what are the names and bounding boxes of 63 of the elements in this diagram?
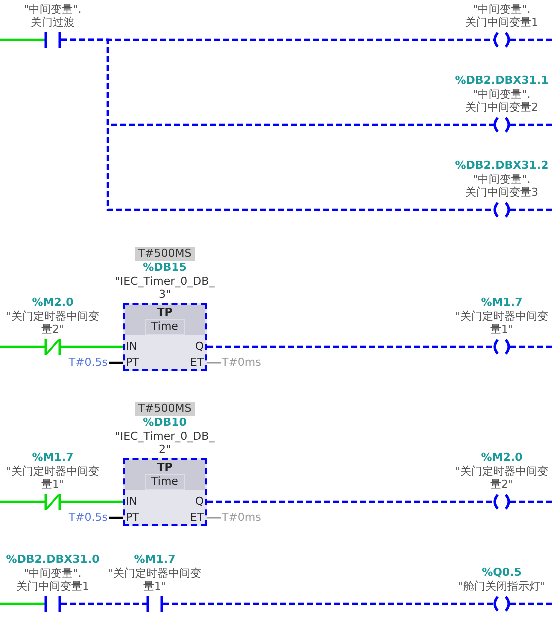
- instance-name: "IEC_Timer_0_DB_3": [115, 275, 215, 301]
- pin-label: PT: [126, 512, 140, 524]
- preset-time-label: T#500MS: [135, 247, 195, 261]
- wire: [61, 346, 123, 348]
- parameter-value: T#0ms: [222, 356, 268, 369]
- wire: [0, 602, 45, 606]
- dashed-wire: [510, 124, 553, 126]
- parameter-value: T#0ms: [222, 511, 268, 524]
- wire: [207, 362, 221, 364]
- tag-name: "中间变量". 关门中间变量1: [16, 567, 90, 593]
- tag-name: "关门定时器中间变量1": [454, 310, 550, 336]
- wire: [61, 500, 123, 504]
- pin-label: ET: [190, 357, 204, 369]
- tag-name: "中间变量". 关门中间变量3: [464, 173, 540, 199]
- wire: [109, 362, 123, 364]
- dashed-wire: [510, 346, 553, 348]
- instruction-type: TP: [156, 306, 174, 319]
- address-label: %M1.7: [133, 553, 177, 567]
- tag-name: "关门定时器中间变量1": [107, 567, 203, 593]
- data-type-label: Time: [145, 319, 185, 335]
- dashed-wire: [510, 500, 553, 504]
- dashed-wire: [510, 38, 553, 42]
- pin-label: Q: [195, 341, 204, 353]
- wire: [109, 516, 123, 520]
- address-label: %DB2.DBX31.0: [5, 553, 101, 567]
- address-label: %DB10: [142, 416, 188, 430]
- preset-time-label: T#500MS: [135, 402, 195, 416]
- dashed-wire: [61, 602, 147, 606]
- pin-label: PT: [126, 357, 140, 369]
- address-label: %M1.7: [31, 451, 75, 465]
- tag-name: "关门定时器中间变量1": [5, 465, 101, 491]
- instruction-type: TP: [156, 461, 174, 474]
- pin-label: ET: [190, 512, 204, 524]
- pin-label: IN: [126, 341, 138, 353]
- data-type-label: Time: [145, 474, 185, 490]
- pin-label: IN: [126, 496, 138, 508]
- address-label: %Q0.5: [481, 566, 523, 580]
- tag-name: "中间变量". 关门中间变量1: [464, 3, 540, 29]
- wire: [0, 346, 45, 348]
- dashed-wire: [61, 38, 494, 212]
- parameter-value: T#0.5s: [66, 356, 108, 369]
- wire: [0, 38, 45, 42]
- dashed-wire: [510, 208, 553, 212]
- parameter-value: T#0.5s: [66, 511, 108, 524]
- tag-name: "关门定时器中间变量2": [454, 465, 550, 491]
- dashed-wire: [207, 500, 494, 504]
- address-label: %M1.7: [480, 296, 524, 310]
- tag-name: "舱门关闭指示灯": [457, 580, 547, 593]
- wire: [207, 517, 221, 519]
- tag-name: "中间变量". 关门中间变量2: [464, 88, 540, 114]
- tag-name: "中间变量". 关门过渡: [23, 3, 83, 29]
- address-label: %DB15: [142, 261, 188, 275]
- dashed-wire: [510, 602, 553, 606]
- dashed-wire: [163, 602, 494, 606]
- address-label: %DB2.DBX31.1: [454, 74, 550, 88]
- address-label: %DB2.DBX31.2: [454, 159, 550, 173]
- pin-label: Q: [195, 496, 204, 508]
- instance-name: "IEC_Timer_0_DB_2": [115, 430, 215, 456]
- dashed-wire: [207, 346, 494, 348]
- wire: [0, 500, 45, 504]
- address-label: %M2.0: [480, 451, 524, 465]
- address-label: %M2.0: [31, 296, 75, 310]
- tag-name: "关门定时器中间变量2": [5, 310, 101, 336]
